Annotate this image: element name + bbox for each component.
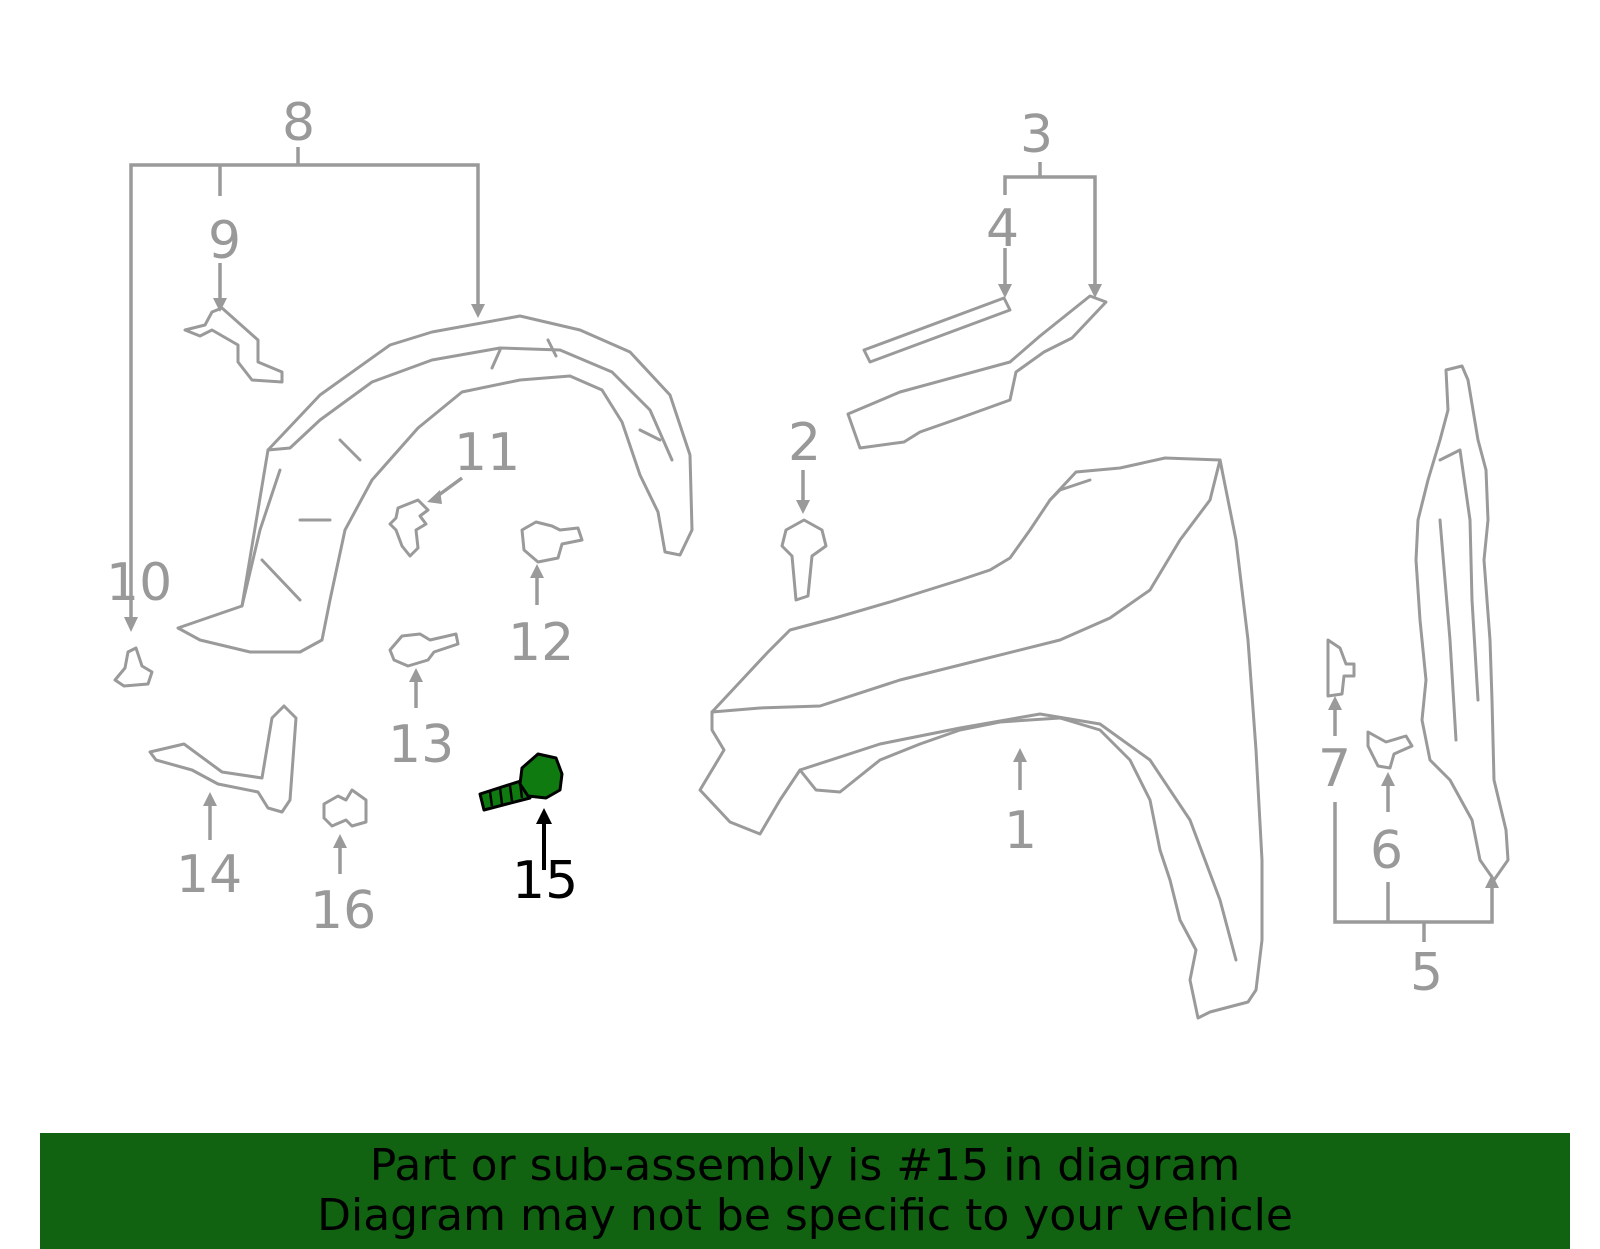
callout-13[interactable]: 13: [388, 715, 454, 775]
callout-9[interactable]: 9: [208, 211, 241, 271]
part-1-fender[interactable]: [698, 456, 1264, 1020]
part-5-seal[interactable]: [1414, 364, 1510, 882]
part-4-seal[interactable]: [862, 296, 1012, 364]
callout-11[interactable]: 11: [454, 423, 520, 483]
callout-12[interactable]: 12: [508, 613, 574, 673]
part-2-bolt[interactable]: [780, 470, 828, 602]
callout-7[interactable]: 7: [1318, 739, 1351, 799]
part-7-clip[interactable]: [1326, 638, 1356, 698]
part-14-bracket[interactable]: [148, 704, 298, 840]
part-10-clip[interactable]: [113, 646, 154, 688]
callout-14[interactable]: 14: [176, 845, 242, 905]
bracket-8: [124, 147, 485, 632]
callout-10[interactable]: 10: [106, 553, 172, 613]
part-12-grommet[interactable]: [520, 520, 584, 605]
callout-8[interactable]: 8: [282, 93, 315, 153]
banner-line-2: Diagram may not be specific to your vehi…: [317, 1190, 1293, 1241]
part-15-bolt[interactable]: [478, 752, 564, 870]
callout-3[interactable]: 3: [1020, 105, 1053, 165]
part-16-nut[interactable]: [322, 788, 368, 874]
callout-1[interactable]: 1: [1004, 801, 1037, 861]
callout-4[interactable]: 4: [986, 199, 1019, 259]
callout-15[interactable]: 15: [512, 851, 578, 911]
bracket-3: [998, 162, 1102, 298]
callout-2[interactable]: 2: [788, 413, 821, 473]
part-6-clip[interactable]: [1366, 730, 1414, 770]
part-13-screw[interactable]: [388, 632, 460, 708]
info-banner: Part or sub-assembly is #15 in diagram D…: [40, 1133, 1570, 1249]
callout-16[interactable]: 16: [310, 881, 376, 941]
banner-line-1: Part or sub-assembly is #15 in diagram: [369, 1140, 1241, 1191]
part-8-fender-liner[interactable]: [176, 314, 694, 654]
part-3-seal[interactable]: [846, 294, 1108, 450]
callout-6[interactable]: 6: [1370, 821, 1403, 881]
part-9-bracket[interactable]: [183, 306, 284, 384]
part-11-clip[interactable]: [388, 476, 464, 558]
callout-5[interactable]: 5: [1410, 943, 1443, 1003]
bracket-5: [1328, 696, 1499, 942]
